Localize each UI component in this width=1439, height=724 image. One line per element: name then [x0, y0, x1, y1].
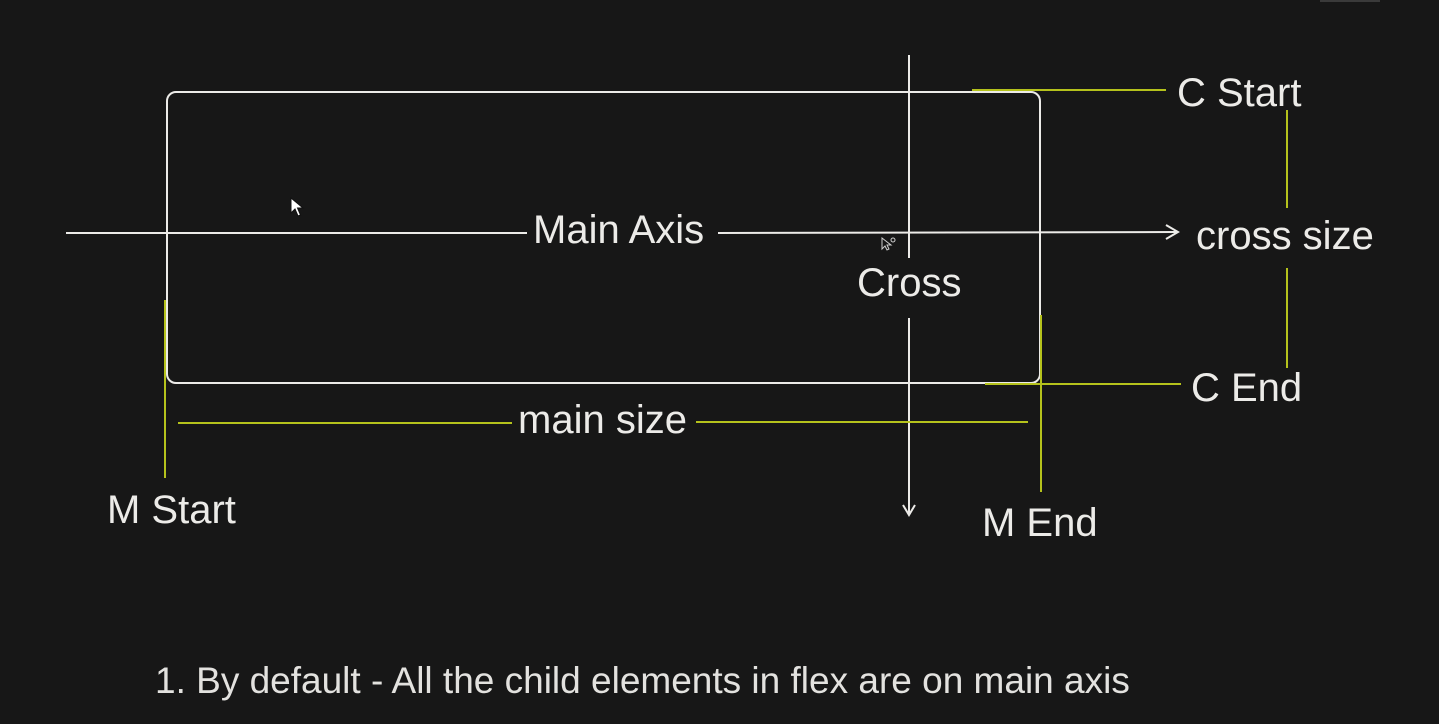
caption-text: 1. By default - All the child elements i…: [155, 660, 1130, 701]
main-axis-line-right: [717, 231, 1177, 234]
main-size-label: main size: [518, 398, 687, 442]
m-end-label: M End: [982, 501, 1098, 545]
main-axis-label: Main Axis: [533, 208, 705, 252]
c-start-label: C Start: [1177, 71, 1302, 115]
corner-mark: [1320, 0, 1380, 2]
c-end-label: C End: [1191, 366, 1303, 410]
main-axis-arrowhead: [1165, 224, 1180, 240]
cross-size-label: cross size: [1196, 214, 1374, 258]
laser-pointer-icon: [881, 236, 896, 251]
cross-axis-arrowhead: [902, 504, 916, 517]
flex-container-box: [166, 91, 1041, 384]
cross-label: Cross: [857, 261, 962, 305]
mouse-pointer-icon: [290, 197, 305, 217]
m-start-label: M Start: [107, 488, 236, 532]
